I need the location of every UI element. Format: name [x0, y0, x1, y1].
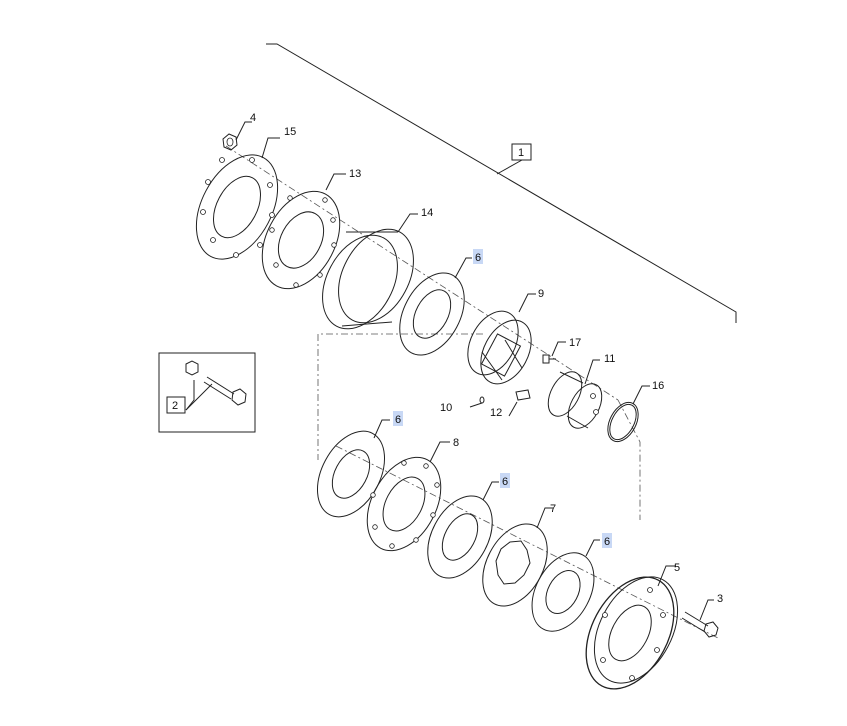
hub-part-9[interactable]: 9 — [458, 288, 545, 392]
splined-disc-part-7[interactable]: 7 — [470, 503, 561, 617]
nut-part-4[interactable]: 4 — [222, 112, 256, 151]
callout-6-c[interactable]: 6 — [502, 476, 508, 488]
callout-5[interactable]: 5 — [674, 562, 680, 574]
bolt-holes — [370, 460, 440, 549]
callout-7[interactable]: 7 — [550, 503, 556, 515]
callout-2[interactable]: 2 — [172, 400, 178, 412]
inset-box: 2 — [158, 352, 256, 433]
highlight-6-b — [393, 411, 403, 426]
callout-13[interactable]: 13 — [349, 168, 361, 180]
assembly-bracket: 1 — [266, 43, 737, 323]
bolt-holes — [600, 587, 666, 681]
friction-disc-part-6-d[interactable]: 6 — [519, 533, 612, 642]
callout-12[interactable]: 12 — [490, 407, 502, 419]
pin-part-10[interactable]: 10 — [440, 396, 485, 414]
sleeve-part-11[interactable]: 11 — [541, 353, 615, 434]
bolt-part-3[interactable]: 3 — [681, 593, 723, 638]
callout-4[interactable]: 4 — [250, 112, 256, 124]
callout-box-1 — [511, 143, 532, 161]
gasket-plate-part-15[interactable]: 15 — [180, 126, 296, 273]
axis-lines — [225, 145, 719, 639]
highlight-6-c — [500, 473, 510, 488]
callout-14[interactable]: 14 — [421, 207, 433, 219]
plate-part-8[interactable]: 8 — [352, 437, 459, 563]
callout-6-a[interactable]: 6 — [475, 252, 481, 264]
callout-1[interactable]: 1 — [518, 147, 524, 159]
callout-17[interactable]: 17 — [569, 337, 581, 349]
callout-box-2 — [166, 396, 186, 414]
callout-11[interactable]: 11 — [604, 353, 615, 365]
callout-9[interactable]: 9 — [538, 288, 544, 300]
screw-part-17[interactable]: 17 — [542, 337, 581, 364]
plate-part-13[interactable]: 13 — [247, 168, 362, 302]
o-ring-part-16[interactable]: 16 — [602, 380, 665, 447]
bolt-holes — [200, 157, 275, 258]
callout-6-b[interactable]: 6 — [395, 414, 401, 426]
callout-3[interactable]: 3 — [717, 593, 723, 605]
callout-16[interactable]: 16 — [652, 380, 664, 392]
bolt-holes — [269, 195, 337, 288]
key-part-12[interactable]: 12 — [490, 389, 531, 419]
end-cover-part-5[interactable]: 5 — [568, 562, 694, 704]
friction-disc-part-6-c[interactable]: 6 — [415, 473, 510, 589]
friction-disc-part-6-b[interactable]: 6 — [304, 411, 403, 528]
friction-disc-part-6-a[interactable]: 6 — [387, 249, 483, 366]
callout-6-d[interactable]: 6 — [604, 536, 610, 548]
callout-15[interactable]: 15 — [284, 126, 296, 138]
drum-part-14[interactable]: 14 — [307, 207, 433, 342]
callout-10[interactable]: 10 — [440, 402, 452, 414]
bolt-part-2[interactable]: 2 — [166, 360, 247, 414]
callout-8[interactable]: 8 — [453, 437, 459, 449]
highlight-6-a — [473, 249, 483, 264]
highlight-6-d — [602, 533, 612, 548]
